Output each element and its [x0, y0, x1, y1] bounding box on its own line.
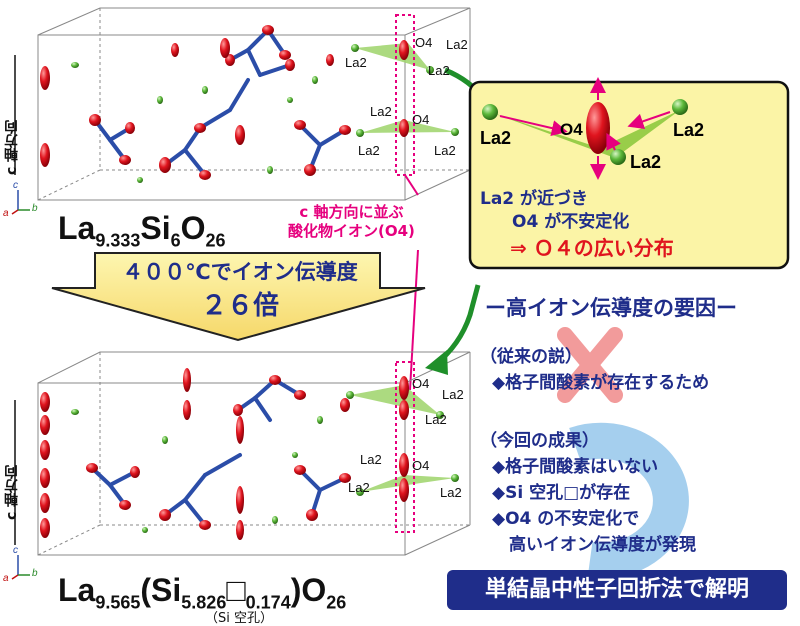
old-theory-label: （従来の説）: [480, 347, 582, 367]
callout-o4: O4: [560, 120, 583, 139]
big-down-arrow: [51, 252, 426, 342]
top-o4-label-1: O4: [415, 35, 433, 50]
top-axis-triad: [11, 190, 30, 215]
callout-la2-left: La2: [480, 128, 512, 148]
bottom-axis-a: a: [3, 573, 9, 584]
bottom-la2-label-2: La2: [425, 412, 447, 427]
top-la2-label-5: La2: [358, 143, 380, 158]
top-axis-b: b: [32, 203, 38, 214]
callout-la2-bottom: La2: [630, 152, 662, 172]
new-result-label: （今回の成果）: [480, 431, 599, 451]
bottom-oxygen-ions: [40, 368, 351, 540]
bottom-o4-chain-box: [395, 361, 415, 533]
top-c-axis-label: c 軸方向: [4, 119, 20, 175]
arrow-text-line2: ２６倍: [200, 291, 279, 321]
top-o4-label-2: O4: [412, 112, 430, 127]
new-result-item-1: ◆格子間酸素はいない: [492, 457, 659, 477]
top-la2-label-3: La2: [428, 63, 450, 78]
red-x-mark: [557, 327, 623, 403]
new-result-item-4: 高いイオン伝導度が発現: [492, 535, 696, 555]
bottom-la-ions: [71, 409, 323, 533]
top-la2-label-4: La2: [370, 104, 392, 119]
old-theory-item: ◆格子間酸素が存在するため: [492, 373, 710, 393]
method-banner: 単結晶中性子回折法で解明: [447, 570, 787, 610]
bottom-o4-label-1: O4: [412, 376, 430, 391]
new-result-item-3: ◆O4 の不安定化で: [492, 509, 640, 529]
callout-molecule: [482, 77, 688, 180]
o4-chain-label: c 軸方向に並ぶ 酸化物イオン(O4): [288, 203, 415, 240]
top-axis-a: a: [3, 208, 9, 219]
top-si-tetrahedra: [93, 28, 347, 177]
bottom-la2-label-1: La2: [442, 387, 464, 402]
callout-conclusion: ⇒ Ｏ４の広い分布: [510, 236, 674, 260]
callout-la2-right: La2: [673, 120, 705, 140]
bottom-formula: La9.565(Si5.826□0.174)O26: [58, 572, 347, 613]
arrow-text-line1: ４００℃でイオン伝導度: [122, 260, 358, 284]
bottom-axis-triad: [11, 555, 30, 580]
callout-text2: O4 が不安定化: [512, 212, 630, 232]
bottom-la2-label-3: La2: [360, 452, 382, 467]
vacancy-box: □: [226, 572, 246, 608]
top-o4-site-lower: [356, 119, 459, 137]
top-oxygen-ions: [40, 25, 351, 180]
top-o4-site-upper: [351, 40, 434, 74]
bottom-axis-b: b: [32, 568, 38, 579]
bottom-o4-label-2: O4: [412, 458, 430, 473]
new-result-item-2: ◆Si 空孔□が存在: [492, 483, 631, 503]
top-la2-label-6: La2: [434, 143, 456, 158]
circle-graphic: [569, 422, 689, 579]
factors-heading: ー高イオン伝導度の要因ー: [485, 296, 737, 320]
bottom-la2-label-5: La2: [440, 485, 462, 500]
callout-text1: La2 が近づき: [480, 189, 589, 209]
top-unit-cell: [37, 7, 471, 201]
si-vacancy-note: （Si 空孔）: [205, 611, 273, 626]
top-formula: La9.333Si6O26: [58, 210, 226, 251]
top-axis-c: c: [13, 180, 18, 191]
bottom-la2-label-4: La2: [348, 480, 370, 495]
bottom-o4-site-lower: [356, 453, 459, 502]
bottom-axis-c: c: [13, 545, 18, 556]
top-la-ions: [71, 62, 318, 183]
bottom-c-axis-label: c 軸方向: [4, 464, 20, 520]
top-la2-label-2: La2: [345, 55, 367, 70]
top-la2-label-1: La2: [446, 37, 468, 52]
